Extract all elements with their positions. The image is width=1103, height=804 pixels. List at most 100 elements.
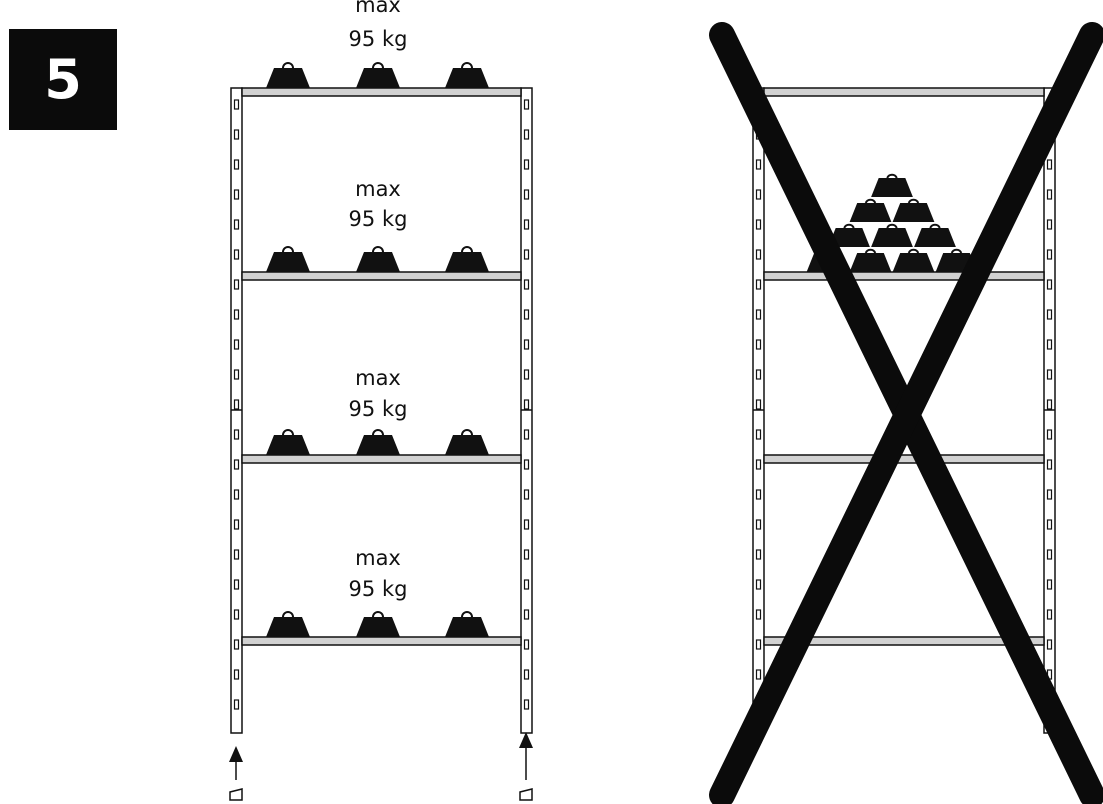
upright-slot xyxy=(523,279,530,290)
upright-slot xyxy=(1046,459,1053,470)
upright-slot xyxy=(755,459,762,470)
weight-icon xyxy=(871,173,913,197)
upright-slot xyxy=(233,699,240,710)
upright-slot xyxy=(523,549,530,560)
shelf-1 xyxy=(763,87,1045,97)
weight-icon xyxy=(445,611,489,637)
upright-slot xyxy=(1046,579,1053,590)
upright-slot xyxy=(233,549,240,560)
shelf-3-label-max: max xyxy=(355,366,401,390)
forbidden-shelving-unit xyxy=(709,22,1103,804)
upright-slot xyxy=(523,579,530,590)
shelf-4 xyxy=(241,636,522,646)
shelf-1-label-max: max xyxy=(355,0,401,17)
upright-slot xyxy=(233,339,240,350)
shelf-3 xyxy=(241,454,522,464)
upright-slot xyxy=(1046,639,1053,650)
upright-slot xyxy=(233,399,240,410)
upright-slot xyxy=(755,549,762,560)
upright-slot xyxy=(523,339,530,350)
upright-slot xyxy=(233,639,240,650)
foot-icon xyxy=(519,788,533,801)
upright-slot xyxy=(233,579,240,590)
upright-slot xyxy=(1046,489,1053,500)
upright-slot xyxy=(233,159,240,170)
weight-icon xyxy=(356,62,400,88)
upright-slot xyxy=(1046,399,1053,410)
upright-slot xyxy=(755,489,762,500)
upright-slot xyxy=(523,429,530,440)
upright-slot xyxy=(523,639,530,650)
weight-icon xyxy=(266,62,310,88)
upright-slot xyxy=(233,129,240,140)
upright-slot xyxy=(1046,519,1053,530)
weight-icon xyxy=(871,223,913,247)
shelf-1 xyxy=(241,87,522,97)
step-number: 5 xyxy=(44,48,82,111)
upright-slot xyxy=(755,249,762,260)
upright-slot xyxy=(233,369,240,380)
shelf-3 xyxy=(763,454,1045,464)
upright-slot xyxy=(1046,249,1053,260)
allowed-shelving-unit: max 95 kg max 95 kg max 95 kg max 95 kg xyxy=(229,0,533,801)
upright-slot xyxy=(755,339,762,350)
upright-slot xyxy=(755,429,762,440)
upright-slot xyxy=(1046,189,1053,200)
upright-slot xyxy=(233,309,240,320)
upright-slot xyxy=(523,459,530,470)
shelf-2 xyxy=(763,271,1045,281)
upright-slot xyxy=(523,489,530,500)
upright-slots xyxy=(233,99,530,710)
shelf-4-label-max: max xyxy=(355,546,401,570)
shelf-weights xyxy=(266,62,489,637)
upright-slot xyxy=(233,219,240,230)
upright-slot xyxy=(755,609,762,620)
weight-icon xyxy=(266,429,310,455)
weight-icon xyxy=(849,248,892,272)
weight-icon xyxy=(266,246,310,272)
upright-slot xyxy=(755,159,762,170)
upright-slot xyxy=(523,669,530,680)
foot-icon xyxy=(229,788,243,801)
upright-slot xyxy=(1046,159,1053,170)
upright-slot xyxy=(523,99,530,110)
upright-slot xyxy=(233,489,240,500)
upright-slot xyxy=(755,579,762,590)
arrow-up-icon xyxy=(229,746,243,780)
shelf-4 xyxy=(763,636,1045,646)
weight-icon xyxy=(892,198,935,222)
upright-slot xyxy=(1046,219,1053,230)
upright-slot xyxy=(755,279,762,290)
upright-slot xyxy=(523,519,530,530)
upright-slot xyxy=(523,309,530,320)
upright-slot xyxy=(1046,369,1053,380)
shelf-3-label-kg: 95 kg xyxy=(349,397,408,421)
upright-slot xyxy=(233,459,240,470)
cross-mark-icon xyxy=(709,22,1103,804)
upright-slot xyxy=(233,669,240,680)
weight-icon xyxy=(356,246,400,272)
upright-slot xyxy=(755,189,762,200)
upright-slot xyxy=(1046,279,1053,290)
upright-slot xyxy=(755,669,762,680)
upright-slot xyxy=(233,99,240,110)
upright-slot xyxy=(755,399,762,410)
upright-slot xyxy=(755,369,762,380)
weight-icon xyxy=(849,198,892,222)
weight-icon xyxy=(828,223,870,247)
weight-icon xyxy=(892,248,935,272)
upright-slot xyxy=(1046,609,1053,620)
upright-slot xyxy=(523,399,530,410)
upright-slot xyxy=(233,279,240,290)
shelf-2-label-kg: 95 kg xyxy=(349,207,408,231)
weight-icon xyxy=(356,429,400,455)
weight-icon xyxy=(445,246,489,272)
shelf-2 xyxy=(241,271,522,281)
upright-slot xyxy=(523,189,530,200)
upright-slot xyxy=(523,249,530,260)
upright-slot xyxy=(755,309,762,320)
upright-slot xyxy=(755,639,762,650)
weight-icon xyxy=(356,611,400,637)
